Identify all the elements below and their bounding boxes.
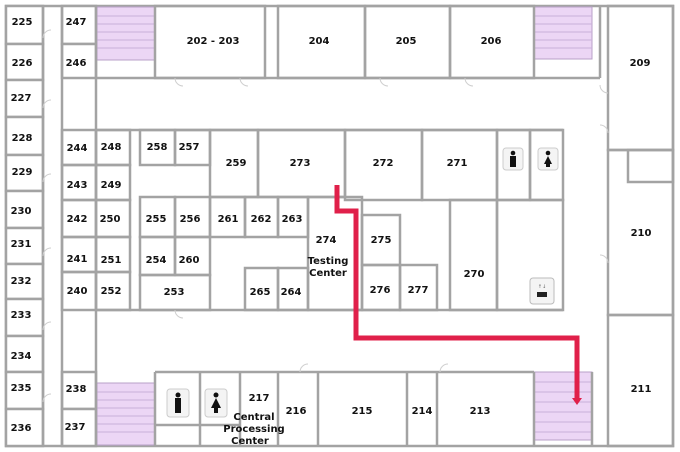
room-260: 260: [179, 255, 200, 266]
room-264: 264: [281, 287, 302, 298]
room-246: 246: [66, 58, 87, 69]
room-215: 215: [352, 406, 373, 417]
testing-center-line1: Testing: [308, 256, 349, 267]
room-209: 209: [630, 58, 651, 69]
room-227: 227: [11, 93, 32, 104]
elevator-icon: ↑↓: [529, 277, 555, 305]
room-259: 259: [226, 158, 247, 169]
room-234: 234: [11, 351, 32, 362]
room-274: 274: [316, 235, 337, 246]
mens-restroom-icon: [502, 147, 524, 171]
room-206: 206: [481, 36, 502, 47]
womens-restroom-icon: [204, 388, 228, 418]
room-216: 216: [286, 406, 307, 417]
room-249: 249: [101, 180, 122, 191]
middle-rooms: [60, 128, 565, 312]
stairs-icon: [96, 6, 593, 446]
room-256: 256: [180, 214, 201, 225]
room-237: 237: [65, 422, 86, 433]
room-258: 258: [147, 142, 168, 153]
room-277: 277: [408, 285, 429, 296]
room-labels: 225 226 227 228 229 230 231 232 233 234 …: [11, 17, 652, 447]
testing-center-line2: Center: [309, 268, 347, 279]
room-252: 252: [101, 286, 122, 297]
room-261: 261: [218, 214, 239, 225]
room-231: 231: [11, 239, 32, 250]
room-226: 226: [12, 58, 33, 69]
room-255: 255: [146, 214, 167, 225]
central-processing-line2: Processing: [223, 424, 284, 435]
left-column-rooms: [4, 4, 98, 448]
room-265: 265: [250, 287, 271, 298]
svg-text:↑↓: ↑↓: [538, 284, 546, 290]
room-229: 229: [12, 167, 33, 178]
room-276: 276: [370, 285, 391, 296]
mens-restroom-icon: [166, 388, 190, 418]
room-263: 263: [282, 214, 303, 225]
room-242: 242: [67, 214, 88, 225]
room-202-203: 202 - 203: [187, 36, 240, 47]
room-271: 271: [447, 158, 468, 169]
room-248: 248: [101, 142, 122, 153]
room-251: 251: [101, 255, 122, 266]
central-processing-line3: Center: [231, 436, 269, 447]
room-205: 205: [396, 36, 417, 47]
room-273: 273: [290, 158, 311, 169]
room-253: 253: [164, 287, 185, 298]
womens-restroom-icon: [537, 147, 559, 171]
room-250: 250: [100, 214, 121, 225]
room-232: 232: [11, 276, 32, 287]
bottom-rooms: [153, 6, 602, 446]
room-238: 238: [66, 384, 87, 395]
room-240: 240: [67, 286, 88, 297]
room-270: 270: [464, 269, 485, 280]
room-262: 262: [251, 214, 272, 225]
room-210: 210: [631, 228, 652, 239]
room-211: 211: [631, 384, 652, 395]
room-241: 241: [67, 254, 88, 265]
central-processing-line1: Central: [233, 412, 274, 423]
room-228: 228: [12, 133, 33, 144]
room-247: 247: [66, 17, 87, 28]
room-275: 275: [371, 235, 392, 246]
room-230: 230: [11, 206, 32, 217]
room-213: 213: [470, 406, 491, 417]
room-244: 244: [67, 143, 88, 154]
route-path: [334, 185, 580, 398]
route-arrow-icon: [572, 398, 582, 405]
room-225: 225: [12, 17, 33, 28]
room-233: 233: [11, 310, 32, 321]
room-204: 204: [309, 36, 330, 47]
room-254: 254: [146, 255, 167, 266]
room-243: 243: [67, 180, 88, 191]
room-236: 236: [11, 423, 32, 434]
door-arcs: [42, 29, 609, 403]
room-217: 217: [249, 393, 270, 404]
room-257: 257: [179, 142, 200, 153]
room-235: 235: [11, 383, 32, 394]
room-214: 214: [412, 406, 433, 417]
room-272: 272: [373, 158, 394, 169]
